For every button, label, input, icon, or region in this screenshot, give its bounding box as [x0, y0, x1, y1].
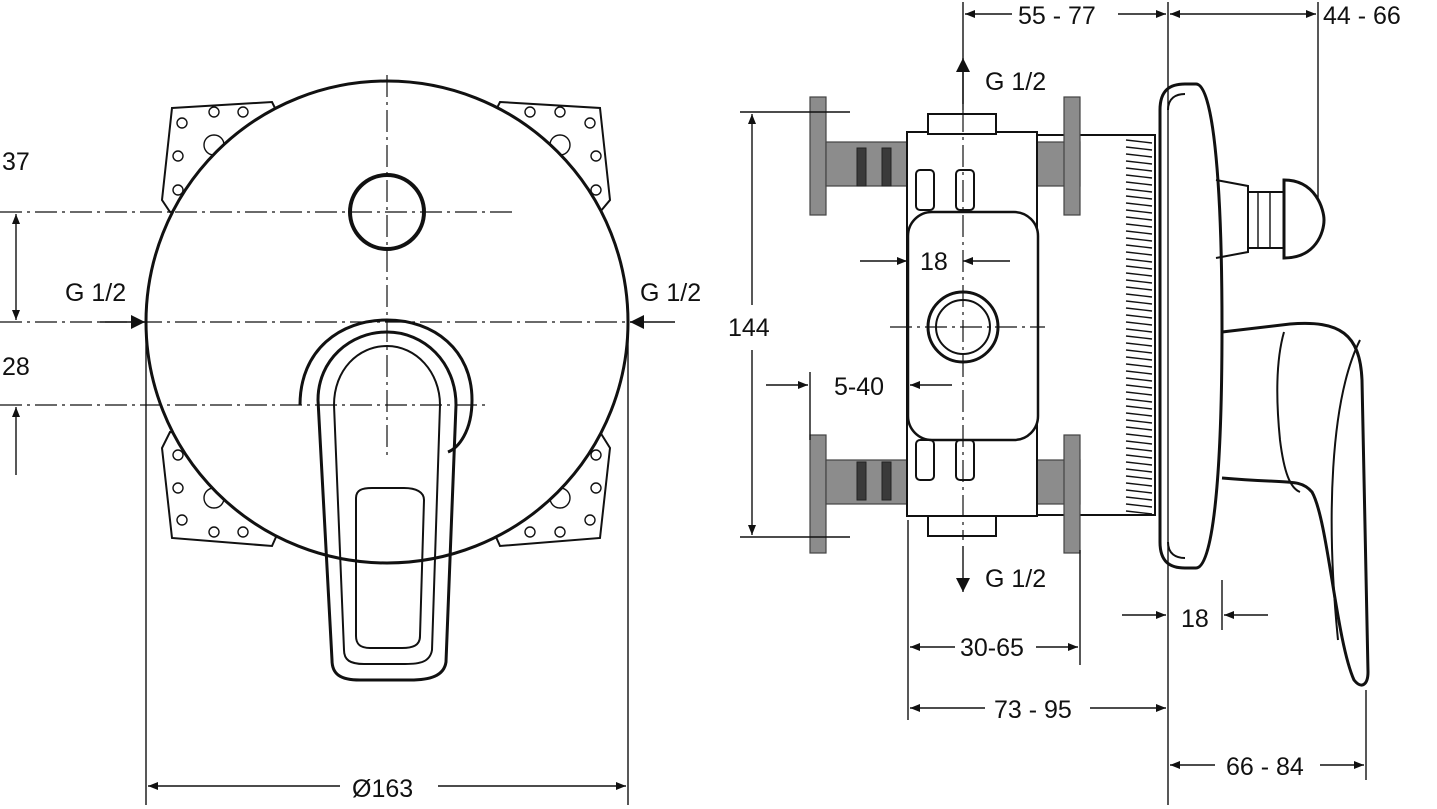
side-diverter-knob [1215, 178, 1326, 260]
dim-18-plate-label: 18 [1181, 605, 1209, 633]
thread-ridge [1125, 475, 1153, 480]
thread-ridge [1125, 328, 1153, 333]
outlet-top-label: G 1/2 [985, 68, 1046, 96]
diameter-label: Ø163 [352, 775, 413, 803]
thread-ridge [1125, 300, 1153, 305]
thread-ridge [1125, 363, 1153, 368]
thread-ridge [1125, 293, 1153, 298]
dim-144-label: 144 [728, 314, 770, 342]
thread-ridge [1125, 314, 1153, 319]
thread-ridge [1125, 468, 1153, 473]
thread-ridge [1125, 454, 1153, 459]
side-lever-handle [1221, 321, 1370, 687]
thread-ridge [1125, 433, 1153, 438]
thread-ridge [1125, 244, 1153, 249]
dim-30-65-label: 30-65 [960, 634, 1024, 662]
thread-ridge [1125, 209, 1153, 214]
thread-ridge [1125, 181, 1153, 186]
thread-ridge [1125, 258, 1153, 263]
thread-ridge [1125, 384, 1153, 389]
thread-ridge [1125, 286, 1153, 291]
thread-ridge [1125, 440, 1153, 445]
thread-ridge [1125, 391, 1153, 396]
thread-ridge [1125, 426, 1153, 431]
thread-ridge [1125, 223, 1153, 228]
dim-28-label: 28 [2, 353, 30, 381]
thread-ridge [1125, 412, 1153, 417]
thread-ridge [1125, 174, 1153, 179]
thread-ridge [1125, 321, 1153, 326]
outlet-bottom-label: G 1/2 [985, 565, 1046, 593]
thread-ridge [1125, 153, 1153, 158]
thread-ridge [1125, 496, 1153, 501]
thread-ridge [1125, 461, 1153, 466]
dim-73-95-label: 73 - 95 [994, 696, 1072, 724]
thread-ridge [1125, 349, 1153, 354]
side-cover-plate [1158, 82, 1224, 570]
thread-ridge [1125, 188, 1153, 193]
thread-ridge [1125, 503, 1153, 508]
thread-ridge [1125, 251, 1153, 256]
thread-ridge [1125, 279, 1153, 284]
thread-ridge [1125, 482, 1153, 487]
thread-ridge [1125, 167, 1153, 172]
thread-ridge [1125, 216, 1153, 221]
inlet-left-label: G 1/2 [65, 279, 126, 307]
front-view: 37 28 G 1/2 G 1/2 Ø163 [0, 75, 701, 805]
thread-ridge [1125, 398, 1153, 403]
thread-ridge [1125, 146, 1153, 151]
thread-ridge [1125, 195, 1153, 200]
thread-ridge [1125, 307, 1153, 312]
threaded-body [1030, 134, 1156, 516]
thread-ridge [1125, 237, 1153, 242]
inlet-right-label: G 1/2 [640, 279, 701, 307]
thread-ridge [1125, 230, 1153, 235]
thread-ridge [1125, 160, 1153, 165]
thread-ridge [1125, 370, 1153, 375]
thread-ridge [1125, 489, 1153, 494]
side-view: 55 - 77 44 - 66 G 1/2 G 1/2 144 18 5-40 … [728, 2, 1401, 805]
dim-55-77-label: 55 - 77 [1018, 2, 1096, 30]
thread-ridge [1125, 335, 1153, 340]
thread-ridge [1125, 342, 1153, 347]
dim-44-66-label: 44 - 66 [1323, 2, 1401, 30]
dim-5-40-label: 5-40 [834, 373, 884, 401]
thread-ridge [1125, 265, 1153, 270]
thread-ridge [1125, 377, 1153, 382]
dim-18-body-label: 18 [920, 248, 948, 276]
thread-ridge [1125, 356, 1153, 361]
thread-ridge [1125, 139, 1153, 144]
thread-ridge [1125, 447, 1153, 452]
dim-66-84-label: 66 - 84 [1226, 753, 1304, 781]
thread-ridge [1125, 419, 1153, 424]
thread-ridge [1125, 272, 1153, 277]
dim-37-label: 37 [2, 148, 30, 176]
thread-ridge [1125, 510, 1153, 515]
thread-ridge [1125, 202, 1153, 207]
thread-ridge [1125, 405, 1153, 410]
